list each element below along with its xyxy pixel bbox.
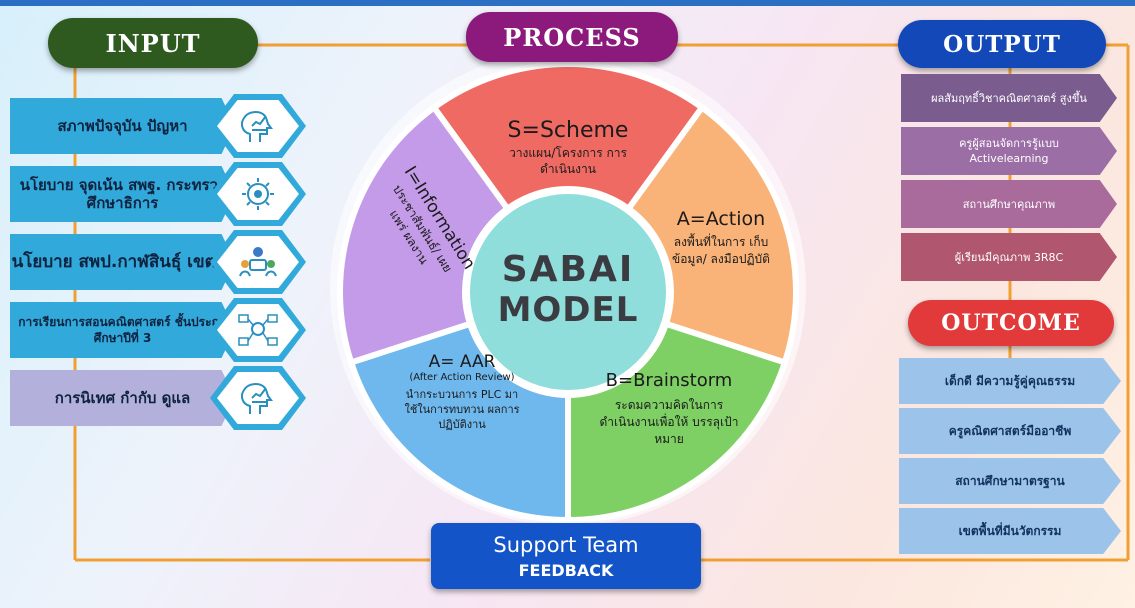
input-item-label: นโยบาย จุดเน้น สพฐ. กระทรวงศึกษาธิการ <box>10 166 235 222</box>
input-item: นโยบาย จุดเน้น สพฐ. กระทรวงศึกษาธิการ <box>10 162 306 226</box>
outcome-item-label: สถานศึกษามาตรฐาน <box>955 473 1065 488</box>
input-item: สภาพปัจจุบัน ปัญหา <box>10 94 306 158</box>
process-header: PROCESS <box>466 12 678 62</box>
input-item: นโยบาย สพป.กาฬสินธุ์ เขต 3 <box>10 230 306 294</box>
segment-aar: A= AAR (After Action Review) นำกระบวนการ… <box>372 352 552 432</box>
support-team-title: Support Team <box>493 533 639 557</box>
outcome-item: เขตพื้นที่มีนวัตกรรม <box>899 508 1121 554</box>
center-line1: SABAI <box>501 249 635 290</box>
input-item: การนิเทศ กำกับ ดูแล <box>10 366 306 430</box>
outcome-item-label: เด็กดี มีความรู้คู่คุณธรรม <box>944 373 1076 388</box>
output-header: OUTPUT <box>898 20 1106 68</box>
output-item-label: ผู้เรียนมีคุณภาพ 3R8C <box>954 250 1064 264</box>
segment-aar-subtitle: (After Action Review) <box>409 372 515 383</box>
feedback-label: FEEDBACK <box>518 561 614 580</box>
outcome-item: ครูคณิตศาสตร์มืออาชีพ <box>899 408 1121 454</box>
outcome-item: เด็กดี มีความรู้คู่คุณธรรม <box>899 358 1121 404</box>
segment-aar-body: นำกระบวนการ PLC มาใช้ในการทบทวน ผลการปฏิ… <box>404 388 520 431</box>
segment-scheme: S=Scheme วางแผน/โครงการ การดำเนินงาน <box>478 118 658 177</box>
outcome-item-label: ครูคณิตศาสตร์มืออาชีพ <box>948 423 1072 438</box>
segment-action-body: ลงพื้นที่ในการ เก็บข้อมูล/ ลงมือปฏิบัติ <box>672 235 770 266</box>
input-header: INPUT <box>48 18 258 68</box>
support-team-box: Support Team FEEDBACK <box>431 523 701 589</box>
outcome-item: สถานศึกษามาตรฐาน <box>899 458 1121 504</box>
input-icon-frame <box>210 230 306 294</box>
segment-brainstorm: B=Brainstorm ระดมความคิดในการ ดำเนินงานเ… <box>574 370 764 448</box>
head-chart-icon <box>241 383 273 414</box>
segment-brainstorm-title: B=Brainstorm <box>605 370 733 391</box>
segment-action-title: A=Action <box>676 208 766 230</box>
team-meeting-icon <box>239 247 277 277</box>
classroom-network-icon <box>238 314 278 346</box>
input-item-label: สภาพปัจจุบัน ปัญหา <box>10 98 235 154</box>
outcome-header: OUTCOME <box>908 300 1114 346</box>
outcome-item-label: เขตพื้นที่มีนวัตกรรม <box>958 523 1062 538</box>
brain-gear-icon <box>242 178 274 210</box>
input-item-label: การเรียนการสอนคณิตศาสตร์ ชั้นประถมศึกษาป… <box>10 302 235 358</box>
segment-scheme-title: S=Scheme <box>507 118 629 143</box>
segment-action: A=Action ลงพื้นที่ในการ เก็บข้อมูล/ ลงมื… <box>656 208 786 268</box>
output-item-label: ผลสัมฤทธิ์วิชาคณิตศาสตร์ สูงขึ้น <box>931 91 1087 105</box>
center-line2: MODEL <box>497 290 639 330</box>
input-icon-frame <box>210 298 306 362</box>
output-item: ผู้เรียนมีคุณภาพ 3R8C <box>901 233 1117 281</box>
top-border <box>0 0 1135 6</box>
output-item-label: ครูผู้สอนจัดการรู้แบบ Activelearning <box>959 137 1059 165</box>
cycle-center-circle <box>462 186 674 398</box>
segment-aar-title: A= AAR <box>428 352 496 372</box>
input-item: การเรียนการสอนคณิตศาสตร์ ชั้นประถมศึกษาป… <box>10 298 306 362</box>
output-item-label: สถานศึกษาคุณภาพ <box>962 197 1056 211</box>
input-icon-frame <box>210 366 306 430</box>
output-item: สถานศึกษาคุณภาพ <box>901 180 1117 228</box>
output-item: ผลสัมฤทธิ์วิชาคณิตศาสตร์ สูงขึ้น <box>901 74 1117 122</box>
cycle-center-label: SABAI MODEL <box>478 249 658 331</box>
segment-scheme-body: วางแผน/โครงการ การดำเนินงาน <box>509 146 627 176</box>
input-item-label: การนิเทศ กำกับ ดูแล <box>10 370 235 426</box>
output-item: ครูผู้สอนจัดการรู้แบบ Activelearning <box>901 127 1117 175</box>
input-icon-frame <box>210 162 306 226</box>
input-item-label: นโยบาย สพป.กาฬสินธุ์ เขต 3 <box>10 234 235 290</box>
head-chart-icon <box>241 111 273 142</box>
segment-brainstorm-body: ระดมความคิดในการ ดำเนินงานเพื่อให้ บรรลุ… <box>599 398 739 446</box>
input-icon-frame <box>210 94 306 158</box>
